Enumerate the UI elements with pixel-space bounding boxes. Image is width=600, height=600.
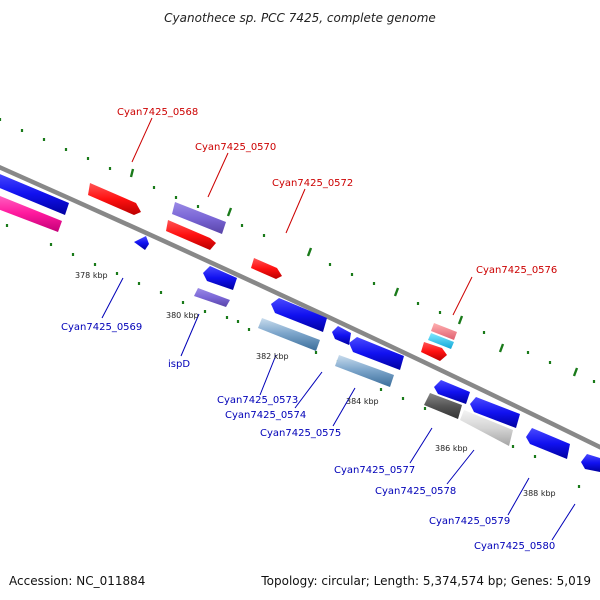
forward-strand-genes [0,172,457,361]
gene-cyan7425-0570[interactable] [166,220,216,250]
gene-cyan7425-0580[interactable] [581,454,600,472]
gene-cyan7425-0569[interactable] [134,236,149,250]
gene-purple-upper[interactable] [172,202,226,234]
gene-pink-small[interactable] [431,323,457,340]
gene-label[interactable]: Cyan7425_0569 [61,322,142,333]
topology-text: Topology: circular; Length: 5,374,574 bp… [261,574,591,588]
accession-text: Accession: NC_011884 [9,574,146,588]
gene-cyan7425-0579[interactable] [526,428,570,459]
gene-cyan7425-0573[interactable] [271,298,327,332]
gene-label[interactable]: Cyan7425_0570 [195,142,276,153]
tick-label: 386 kbp [435,444,468,453]
reverse-strand-genes [134,236,600,472]
gene-label[interactable]: Cyan7425_0576 [476,265,557,276]
tick-label: 384 kbp [346,397,379,406]
gene-cyan7425-0568[interactable] [88,183,141,215]
gene-label[interactable]: Cyan7425_0579 [429,516,510,527]
gene-blue-383a[interactable] [332,326,351,345]
label-connectors [101,117,576,541]
gene-blue-386a[interactable] [434,380,470,404]
gene-blue-386b[interactable] [470,397,520,428]
gene-label[interactable]: Cyan7425_0574 [225,410,306,421]
gene-cyan7425-0577[interactable] [424,393,462,419]
gene-label[interactable]: Cyan7425_0580 [474,541,555,552]
gene-blue-left-upper[interactable] [0,172,69,215]
reverse-gene-labels: Cyan7425_0569 ispD Cyan7425_0573 Cyan742… [61,322,555,552]
gene-label[interactable]: Cyan7425_0577 [334,465,415,476]
gene-label[interactable]: Cyan7425_0578 [375,486,456,497]
gene-cyan7425-0578[interactable] [460,410,513,446]
forward-gene-labels: Cyan7425_0568 Cyan7425_0570 Cyan7425_057… [117,107,557,276]
genome-backbone [0,164,600,450]
gene-cyan-small[interactable] [428,333,454,349]
gene-label[interactable]: Cyan7425_0573 [217,395,298,406]
gene-cyan7425-0576[interactable] [421,342,447,361]
tick-label: 380 kbp [166,311,199,320]
gene-cyan7425-0574[interactable] [258,318,320,351]
tick-label: 388 kbp [523,489,556,498]
gene-label[interactable]: ispD [168,359,190,370]
gene-label[interactable]: Cyan7425_0575 [260,428,341,439]
outer-tick-track [0,118,596,383]
gene-magenta-left[interactable] [0,194,62,232]
gene-blue-380[interactable] [203,266,237,290]
gene-blue-383b[interactable] [349,337,404,370]
position-tick-labels: 378 kbp 380 kbp 382 kbp 384 kbp 386 kbp … [75,271,556,498]
inner-tick-track [5,224,581,488]
gene-label[interactable]: Cyan7425_0572 [272,178,353,189]
gene-label[interactable]: Cyan7425_0568 [117,107,198,118]
tick-label: 382 kbp [256,352,289,361]
gene-cyan7425-0572[interactable] [251,258,282,279]
map-title: Cyanothece sp. PCC 7425, complete genome [164,11,436,25]
gene-cyan7425-0575[interactable] [335,355,394,387]
gene-ispD[interactable] [194,288,230,307]
tick-label: 378 kbp [75,271,108,280]
